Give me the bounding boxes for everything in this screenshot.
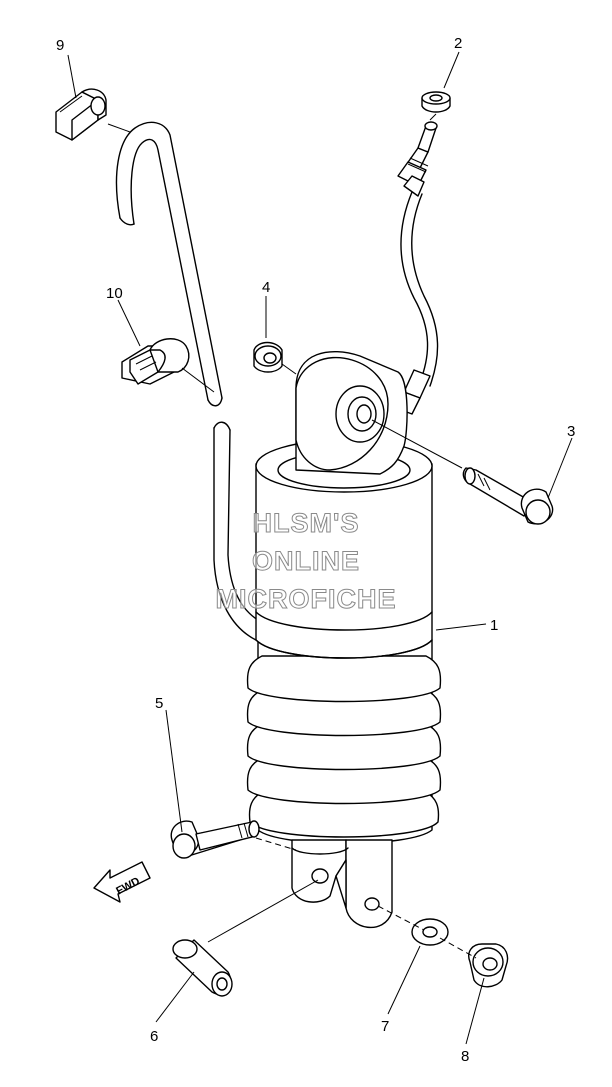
breather-hose [115,121,259,641]
callout-7: 7 [381,1018,389,1035]
watermark-line-3: MICROFICHE [216,584,397,614]
fwd-direction-arrow: FWD [93,861,151,903]
shock-absorber-1 [246,350,442,928]
hose-clamp-10 [121,338,190,385]
callout-10: 10 [106,285,123,302]
washer-7 [411,918,449,946]
callout-3: 3 [567,423,575,440]
cable-nut-2 [421,91,451,113]
hose-clip-9 [55,88,107,141]
collar-6 [172,939,233,997]
callout-5: 5 [155,695,163,712]
lower-nut-8 [468,943,509,988]
lower-bolt-5 [170,820,260,859]
callout-6: 6 [150,1028,158,1045]
assembly-lines [107,113,477,959]
callout-2: 2 [454,35,462,52]
mounting-nut-4 [253,341,283,373]
watermark-line-1: HLSM'S [253,508,360,538]
leader-lines [67,51,573,1045]
adjuster-cable [395,121,439,415]
callout-8: 8 [461,1048,469,1065]
callout-4: 4 [262,279,270,296]
watermark: HLSM'S ONLINE MICROFICHE [215,508,397,615]
callout-9: 9 [56,37,64,54]
mounting-bolt-3 [462,467,554,525]
watermark-line-2: ONLINE [252,546,360,576]
callout-1: 1 [490,617,498,634]
